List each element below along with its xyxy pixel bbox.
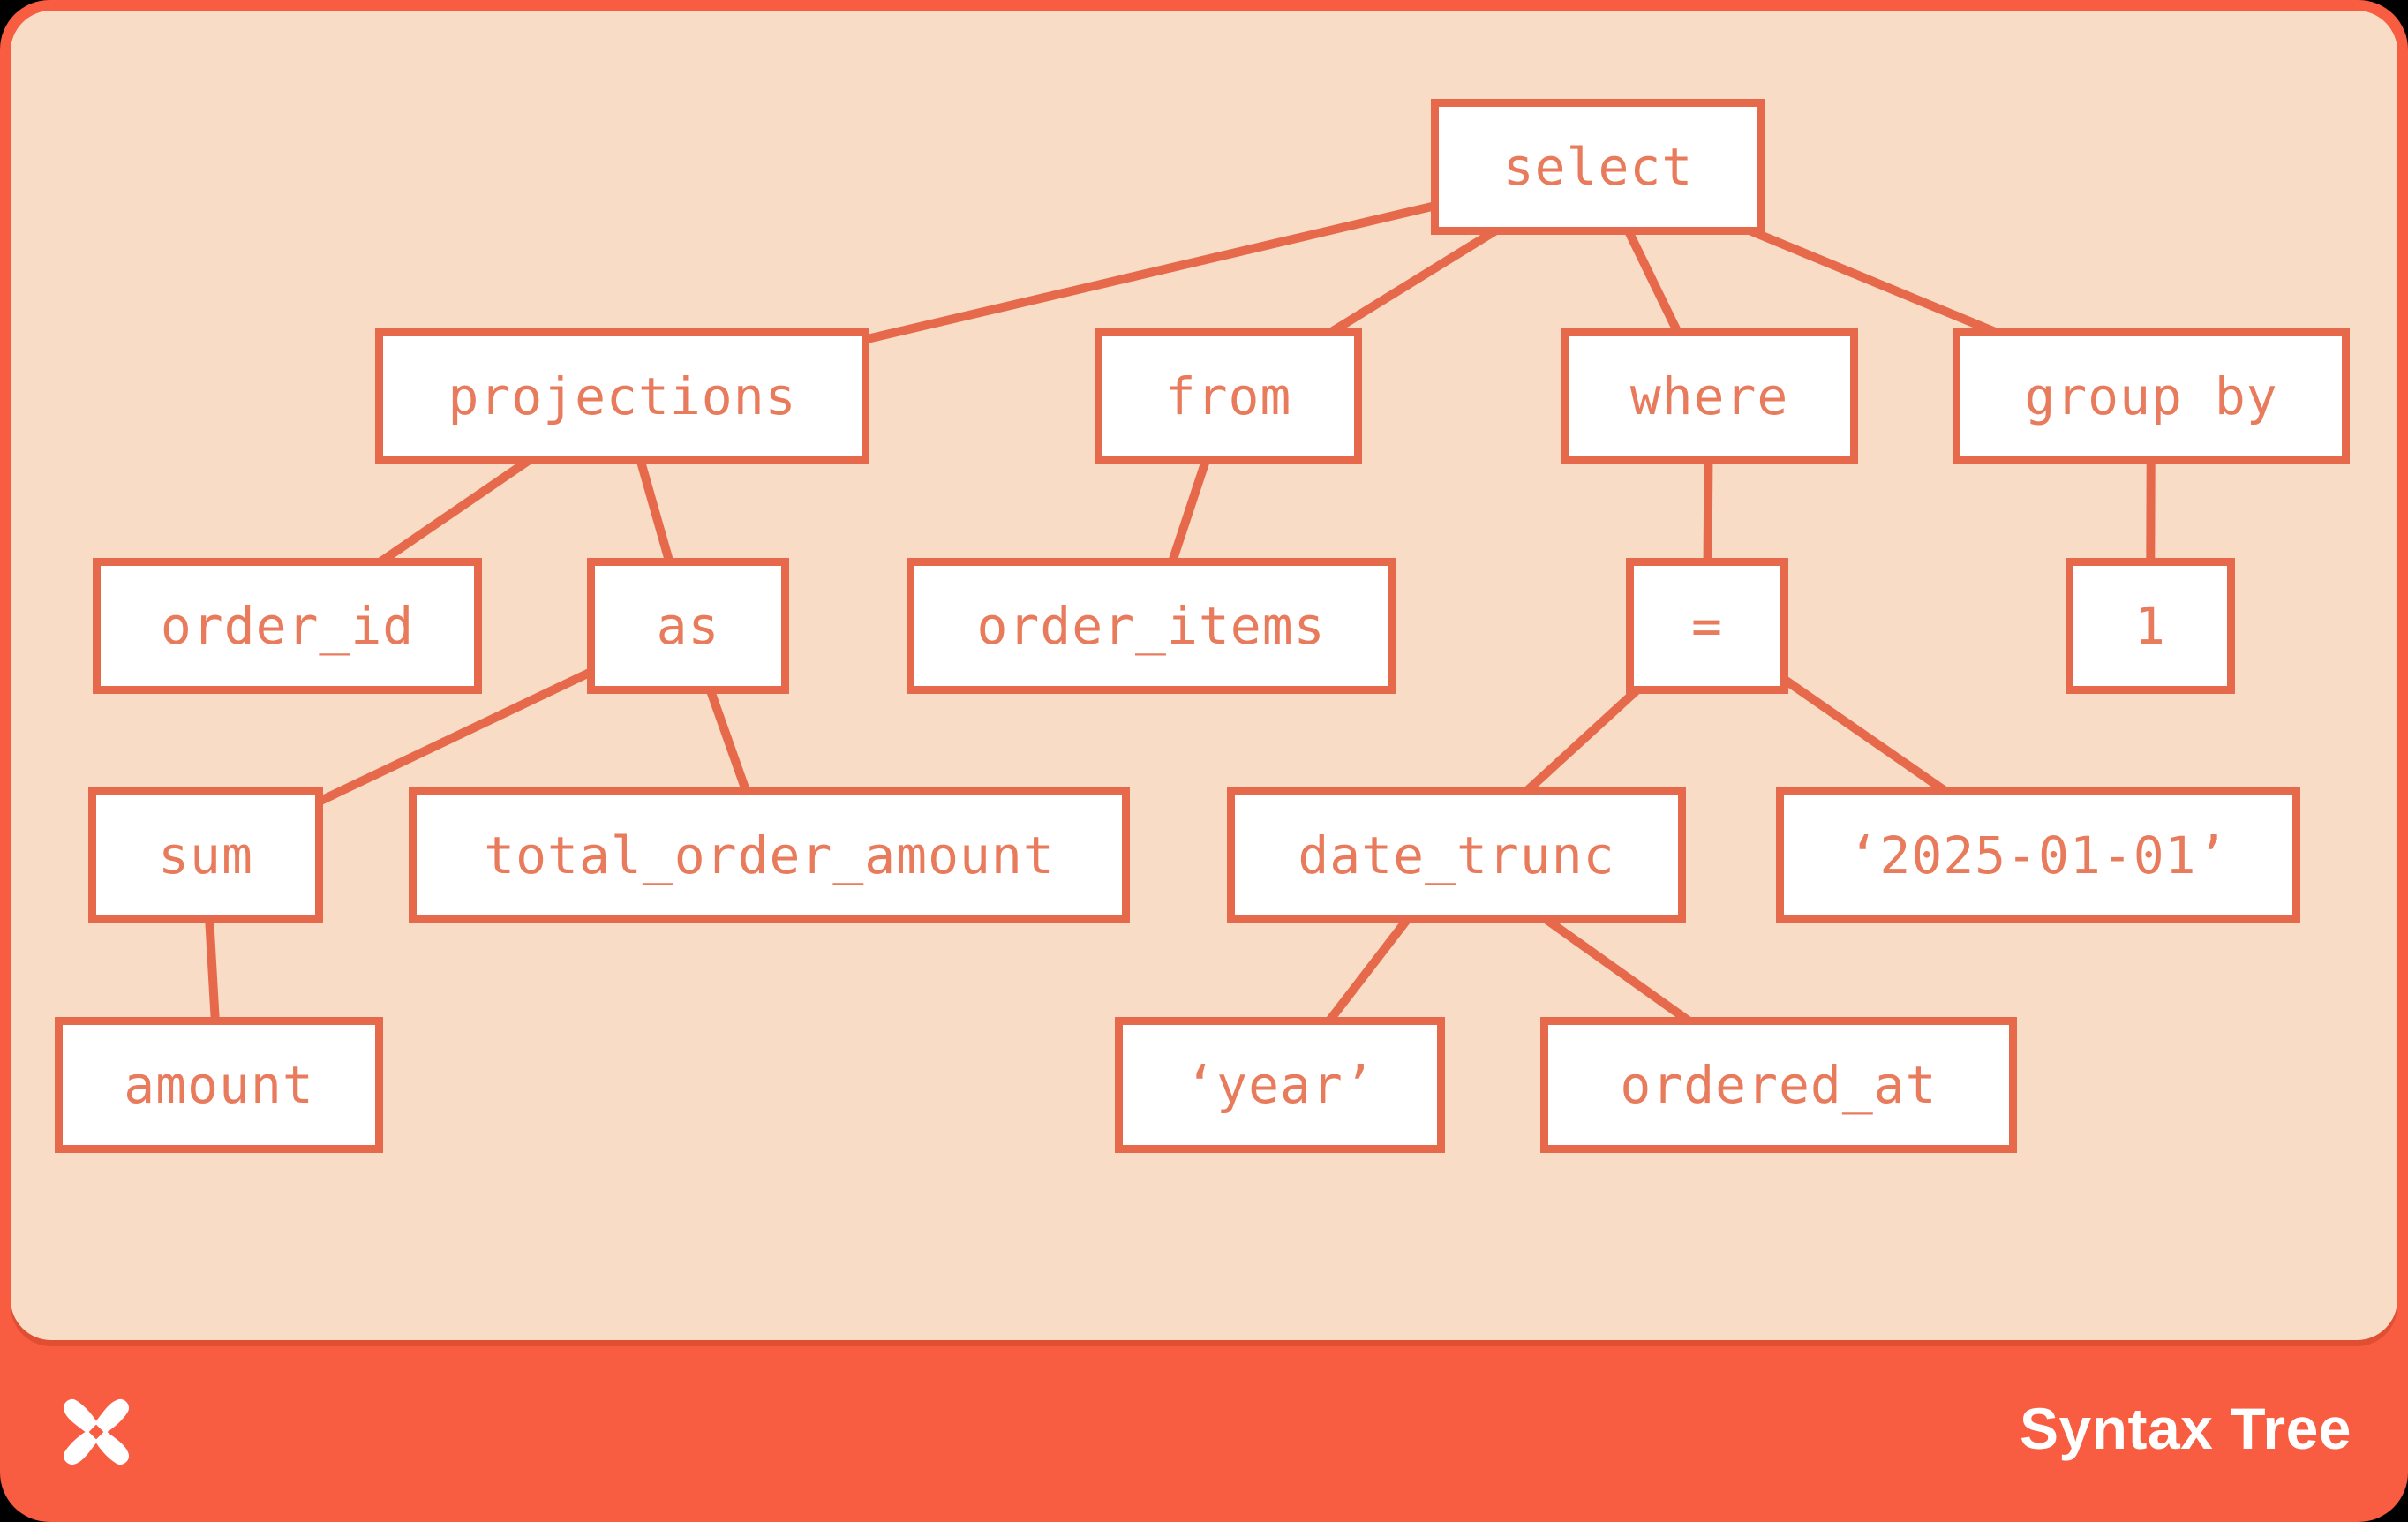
pinwheel-x-logo-icon: [63, 1398, 130, 1465]
node-select: select: [1431, 99, 1765, 235]
node-amount: amount: [55, 1017, 383, 1153]
node-ordered-at: ordered_at: [1540, 1017, 2017, 1153]
node-order-id: order_id: [93, 558, 482, 694]
node-order-items: order_items: [907, 558, 1396, 694]
node-equals: =: [1626, 558, 1788, 694]
node-sum: sum: [88, 787, 323, 923]
node-year-literal: ‘year’: [1115, 1017, 1445, 1153]
node-from: from: [1095, 328, 1362, 464]
node-one: 1: [2066, 558, 2235, 694]
footer-bar: Syntax Tree: [11, 1340, 2397, 1522]
node-total-order-amount: total_order_amount: [409, 787, 1130, 923]
footer-title: Syntax Tree: [2019, 1396, 2352, 1461]
node-date-trunc: date_trunc: [1227, 787, 1686, 923]
node-as: as: [587, 558, 789, 694]
node-group-by: group by: [1953, 328, 2350, 464]
node-where: where: [1561, 328, 1858, 464]
node-date-literal: ‘2025-01-01’: [1776, 787, 2300, 923]
node-projections: projections: [375, 328, 869, 464]
